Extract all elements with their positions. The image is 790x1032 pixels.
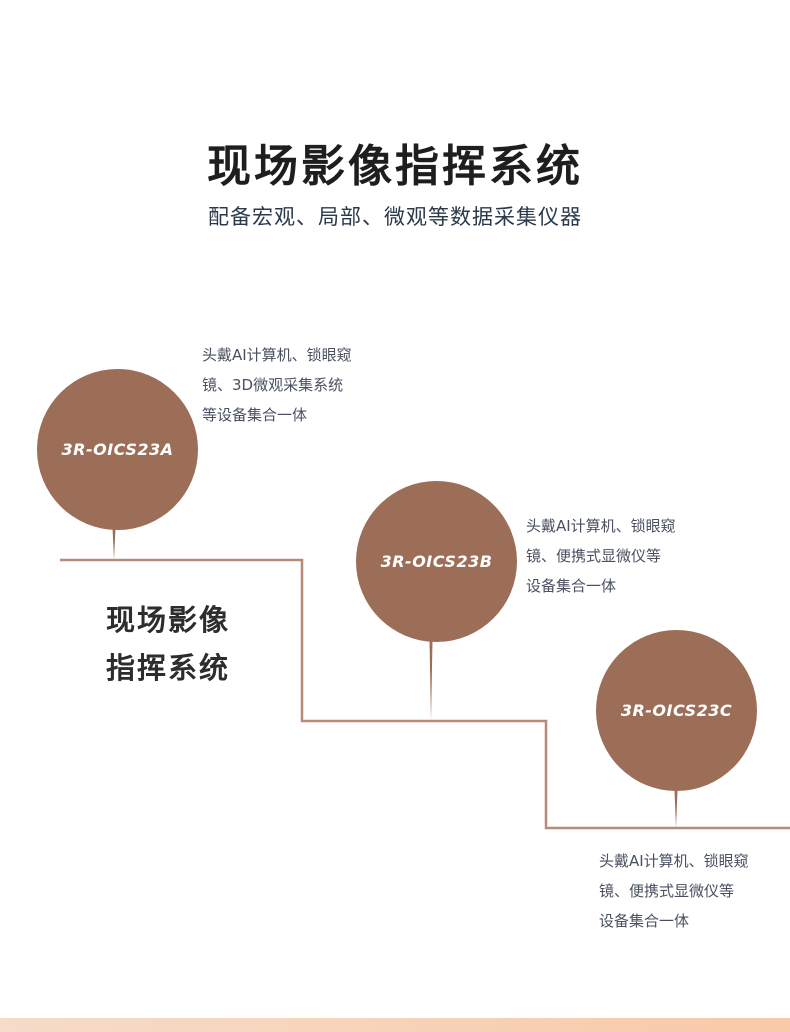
side-title-line: 现场影像 [106, 603, 231, 637]
page-title: 现场影像指挥系统 [207, 141, 583, 192]
product-circle-b: 3R-OICS23B [356, 481, 517, 642]
desc-line: 镜、3D微观采集系统 [202, 376, 344, 394]
pin-a [112, 528, 116, 560]
product-model-a: 3R-OICS23A [61, 440, 174, 459]
desc-line: 等设备集合一体 [202, 406, 308, 424]
desc-line: 镜、便携式显微仪等 [526, 547, 662, 565]
product-circle-a: 3R-OICS23A [37, 369, 198, 530]
desc-line: 头戴AI计算机、锁眼窥 [202, 346, 352, 364]
product-model-b: 3R-OICS23B [380, 552, 493, 571]
desc-line: 镜、便携式显微仪等 [599, 882, 735, 900]
product-circle-c: 3R-OICS23C [596, 630, 757, 791]
product-model-c: 3R-OICS23C [620, 701, 733, 720]
pin-b [429, 640, 433, 721]
side-title: 现场影像 指挥系统 [106, 596, 230, 692]
side-title-line: 指挥系统 [106, 651, 231, 685]
desc-line: 设备集合一体 [526, 577, 617, 595]
stair-step-line [60, 558, 790, 830]
desc-line: 头戴AI计算机、锁眼窥 [599, 852, 749, 870]
product-desc-c: 头戴AI计算机、锁眼窥 镜、便携式显微仪等 设备集合一体 [599, 846, 790, 936]
bottom-gradient-bar [0, 1018, 790, 1032]
desc-line: 头戴AI计算机、锁眼窥 [526, 517, 676, 535]
product-desc-b: 头戴AI计算机、锁眼窥 镜、便携式显微仪等 设备集合一体 [526, 511, 726, 601]
page-subtitle: 配备宏观、局部、微观等数据采集仪器 [208, 205, 582, 229]
pin-c [674, 790, 678, 828]
desc-line: 设备集合一体 [599, 912, 690, 930]
product-desc-a: 头戴AI计算机、锁眼窥 镜、3D微观采集系统 等设备集合一体 [202, 340, 402, 430]
